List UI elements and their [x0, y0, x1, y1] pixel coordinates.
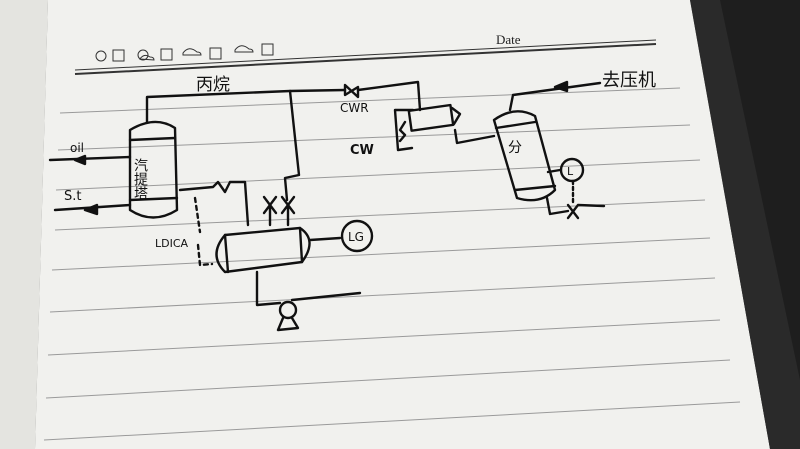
oil-feed-label: oil	[70, 141, 84, 155]
separator-vessel	[492, 110, 557, 202]
separator-level-label: L	[567, 165, 574, 178]
propane-label: 丙烷	[196, 75, 230, 95]
overhead-line	[145, 88, 347, 124]
heavy-rain-icon	[234, 43, 274, 56]
cw-label: CW	[350, 143, 374, 158]
separator-label: 分	[508, 140, 522, 156]
process-flow-diagram	[48, 80, 606, 332]
overhead-to-compressor	[508, 81, 602, 112]
pump-icon	[278, 300, 298, 320]
date-label: Date	[496, 32, 521, 47]
cooling-water-lines	[393, 108, 415, 152]
condenser	[407, 103, 455, 132]
page-shadow	[690, 0, 800, 449]
notebook-page	[35, 0, 770, 449]
left-page	[0, 0, 48, 449]
level-control-signal	[193, 196, 214, 267]
rain-icon	[182, 47, 222, 60]
to-compressor-label: 去压机	[602, 70, 656, 91]
cwr-label: CWR	[340, 101, 369, 115]
propane-branch	[283, 89, 301, 202]
partly-cloudy-icon	[137, 48, 173, 61]
level-controller-label: LDICA	[155, 237, 189, 250]
valve-icon	[343, 83, 360, 99]
oil-feed-line	[48, 155, 132, 162]
stripper-label: 汽提塔	[132, 158, 148, 200]
reflux-line	[178, 180, 250, 227]
level-gauge-bubble	[340, 219, 374, 253]
level-gauge-label: LG	[348, 230, 364, 244]
pump-discharge-line	[255, 270, 362, 307]
steam-feed-label: S.t	[64, 189, 81, 204]
sunny-icon	[95, 49, 125, 62]
valves-icon	[262, 195, 296, 227]
stripper-column	[128, 120, 179, 219]
separator-bottom-valve	[545, 196, 606, 220]
